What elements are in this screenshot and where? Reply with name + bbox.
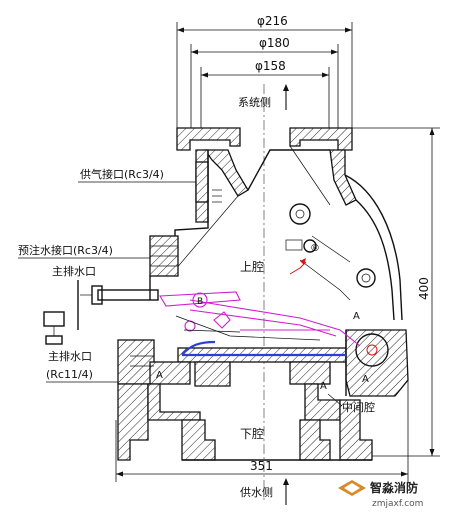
system-side-arrow-icon — [283, 84, 289, 110]
supply-side-arrow-icon — [283, 478, 289, 505]
middle-chamber-label: 中间腔 — [342, 400, 375, 414]
drain-valve-fitting — [43, 280, 159, 345]
dimension-d216-label: φ216 — [257, 14, 288, 28]
dimension-d216: φ216 — [176, 14, 353, 128]
main-drain-label-2-line2: (Rc11/4) — [46, 368, 93, 381]
latch-mechanism — [159, 291, 361, 347]
dimension-d158-label: φ158 — [255, 59, 286, 73]
dimension-h400-label: 400 — [417, 277, 431, 300]
section-mark-a3: A — [156, 370, 163, 381]
diaphragm — [181, 340, 346, 357]
mark-r: ® — [310, 243, 320, 254]
dimension-w351-label: 351 — [250, 459, 273, 473]
prefill-water-label: 预注水接口(Rc3/4) — [18, 243, 113, 257]
dimension-w351: 351 — [115, 380, 409, 482]
supply-side-label: 供水侧 — [240, 485, 273, 499]
valve-body — [117, 127, 409, 461]
section-mark-a1: A — [353, 311, 360, 322]
main-drain-label-1: 主排水口 — [52, 264, 96, 278]
section-mark-a4: A — [320, 381, 327, 392]
upper-chamber-label: 上腔 — [240, 259, 264, 274]
lower-chamber-label: 下腔 — [240, 426, 264, 441]
main-drain-label-2-line1: 主排水口 — [48, 349, 92, 363]
watermark-emblem-icon — [338, 480, 366, 496]
system-side-label: 系统侧 — [238, 96, 271, 109]
gas-supply-label: 供气接口(Rc3/4) — [80, 167, 164, 181]
dimension-h400: 400 — [352, 127, 440, 457]
dimension-d180: φ180 — [190, 36, 339, 128]
mark-b: B — [197, 297, 203, 307]
watermark-logo: 智淼消防 zmjaxf.com — [338, 480, 423, 509]
dimension-d158: φ158 — [200, 59, 330, 128]
rotation-arrow-icon — [289, 258, 307, 275]
middle-chamber-leader — [327, 393, 343, 407]
watermark-url: zmjaxf.com — [372, 499, 423, 509]
dimension-d180-label: φ180 — [259, 36, 290, 50]
section-mark-a2: A — [362, 374, 369, 385]
watermark-brand: 智淼消防 — [369, 480, 418, 495]
